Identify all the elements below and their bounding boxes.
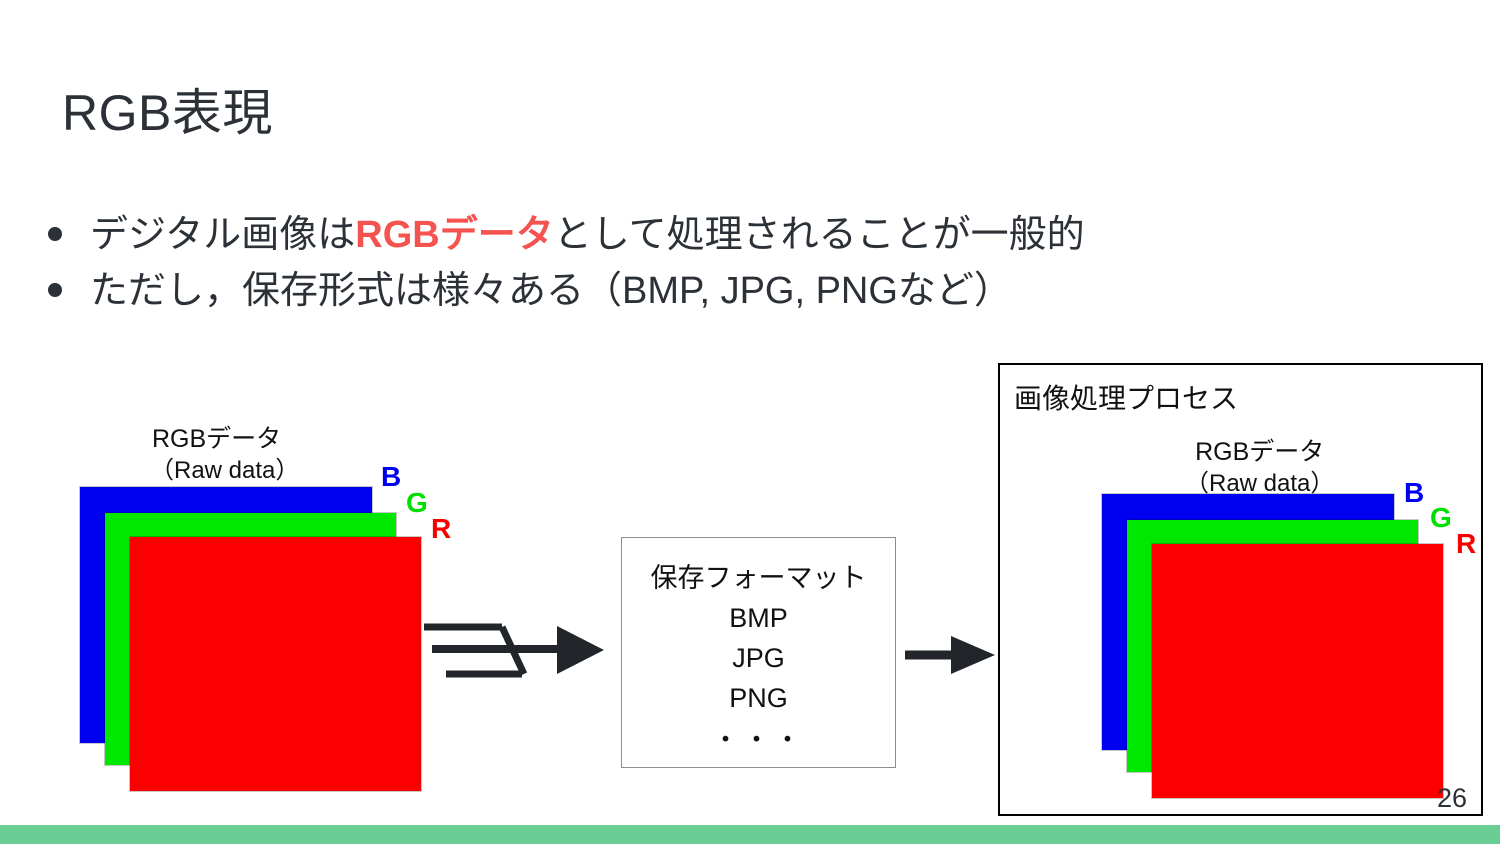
left-channel-label-b: B (381, 461, 402, 492)
bullet-1-part-c: として処理されることが一般的 (553, 214, 1085, 256)
left-channel-label-r: R (431, 513, 452, 544)
left-channel-label-g: G (406, 487, 428, 518)
storage-format-title: 保存フォーマット (650, 563, 867, 593)
bullet-1-part-b-highlight: RGBデータ (355, 214, 554, 256)
storage-format-list: BMP JPG PNG ・・・ (622, 598, 895, 762)
left-stack-caption: RGBデータ （Raw data） (150, 424, 300, 486)
right-channel-label-r: R (1456, 528, 1477, 559)
left-plane-red (129, 536, 422, 792)
bullet-list: デジタル画像はRGBデータとして処理されることが一般的 ただし，保存形式は様々あ… (48, 208, 1448, 320)
bullet-1-part-a: デジタル画像は (90, 214, 356, 256)
list-item: ただし，保存形式は様々ある（BMP, JPG, PNGなど） (48, 264, 1448, 320)
format-item-bmp: BMP (729, 603, 788, 633)
left-stack-caption-main: RGBデータ (152, 425, 282, 453)
process-box-title: 画像処理プロセス (1014, 383, 1239, 414)
footer-accent-band (0, 825, 1500, 844)
merge-3-to-1-arrow-icon (424, 606, 604, 692)
right-plane-red (1151, 543, 1444, 799)
right-stack-caption-sub: （Raw data） (1185, 470, 1335, 497)
left-stack-caption-sub: （Raw data） (150, 457, 300, 484)
right-channel-label-g: G (1430, 502, 1452, 533)
page-number: 26 (1437, 783, 1468, 813)
page-title: RGB表現 (62, 85, 273, 141)
format-item-jpg: JPG (732, 643, 785, 673)
right-channel-label-b: B (1404, 477, 1425, 508)
bullet-dot-icon (48, 283, 62, 297)
right-stack-caption-main: RGBデータ (1195, 438, 1325, 466)
storage-format-box: 保存フォーマット BMP JPG PNG ・・・ (621, 537, 896, 768)
list-item: デジタル画像はRGBデータとして処理されることが一般的 (48, 208, 1448, 264)
right-arrow-icon (905, 634, 995, 676)
format-item-png: PNG (729, 683, 788, 713)
bullet-text-2: ただし，保存形式は様々ある（BMP, JPG, PNGなど） (90, 270, 1012, 312)
format-item-ellipsis: ・・・ (712, 725, 805, 755)
bullet-dot-icon (48, 227, 62, 241)
right-stack-caption: RGBデータ （Raw data） (1185, 437, 1334, 499)
bullet-text-1: デジタル画像はRGBデータとして処理されることが一般的 (90, 208, 1085, 262)
